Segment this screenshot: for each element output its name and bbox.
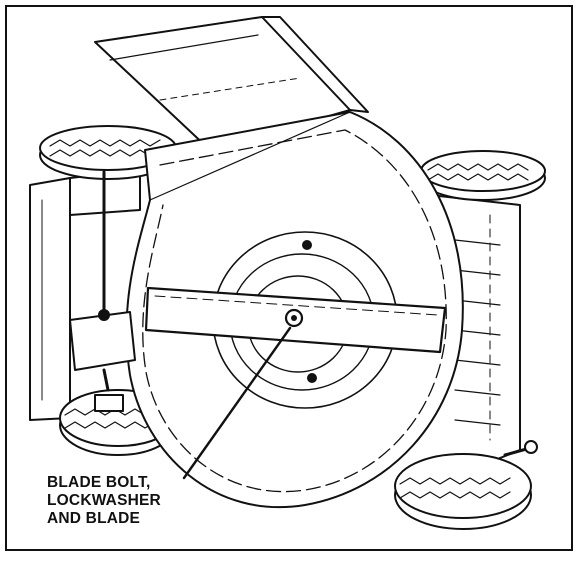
callout-line-3: AND BLADE [47,510,141,527]
figure-border [5,5,573,551]
wheel-bottom-right [394,440,538,530]
blade-bolt [284,308,304,328]
left-frame-plate [29,169,141,421]
blade-bolt-callout-label: BLADE BOLT, LOCKWASHER AND BLADE [47,474,161,528]
callout-leader-line [182,326,292,480]
wheel-top-right [420,150,546,201]
callout-line-1: BLADE BOLT, [47,474,151,491]
discharge-chute [94,16,369,151]
callout-line-2: LOCKWASHER [47,492,161,509]
height-adjuster [69,309,136,392]
